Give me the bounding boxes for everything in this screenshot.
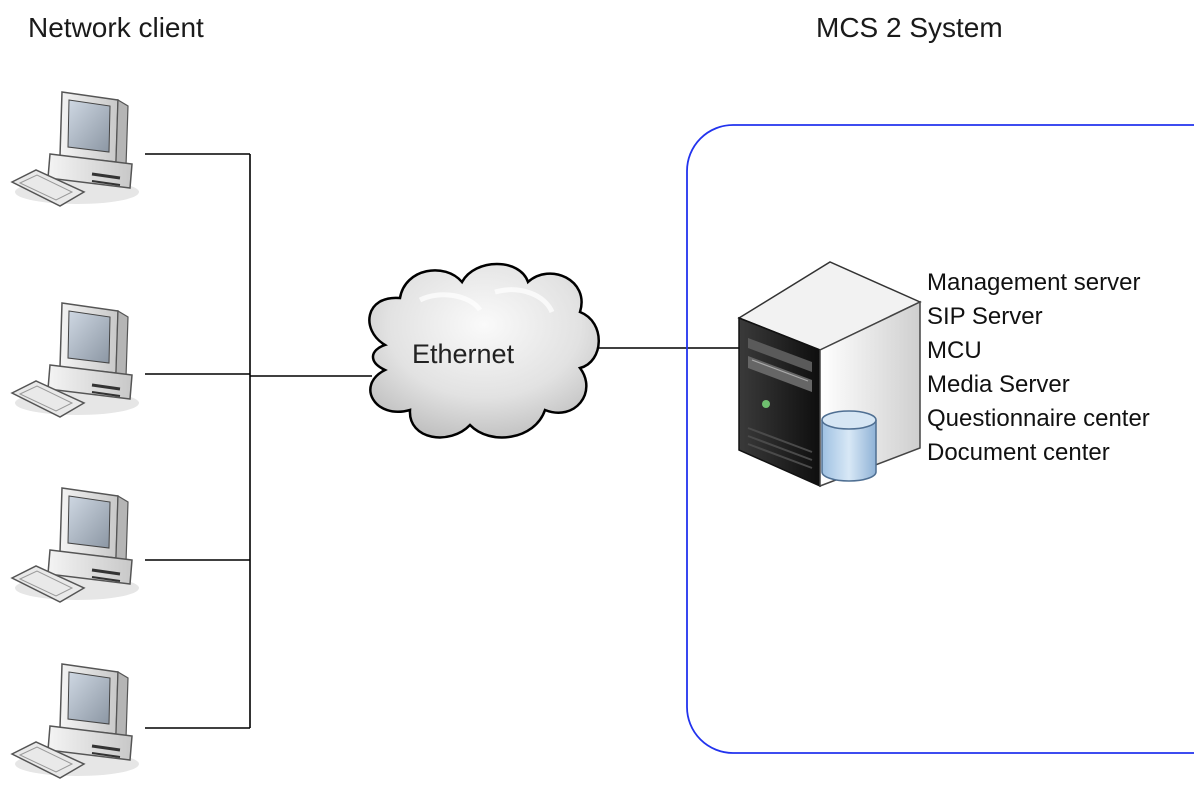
server-service-list: Management server SIP Server MCU Media S… [927,266,1150,470]
client-computer-3-icon [10,486,141,604]
service-item: Media Server [927,371,1070,398]
service-item: SIP Server [927,303,1043,330]
mcs-system-heading: MCS 2 System [816,12,1003,43]
service-item: Questionnaire center [927,405,1150,432]
system-boundary [686,124,1194,754]
ethernet-cloud-icon [368,262,600,439]
client-computer-2-icon [10,301,141,419]
service-item: Document center [927,439,1110,466]
client-computer-1-icon [10,90,141,208]
service-item: Management server [927,269,1141,296]
database-cylinder-icon [821,410,877,482]
service-item: MCU [927,337,982,364]
network-client-heading: Network client [28,12,204,43]
server-tower-icon [737,261,922,488]
client-computer-4-icon [10,662,141,780]
ethernet-label: Ethernet [412,339,515,369]
connection-lines [145,153,745,729]
